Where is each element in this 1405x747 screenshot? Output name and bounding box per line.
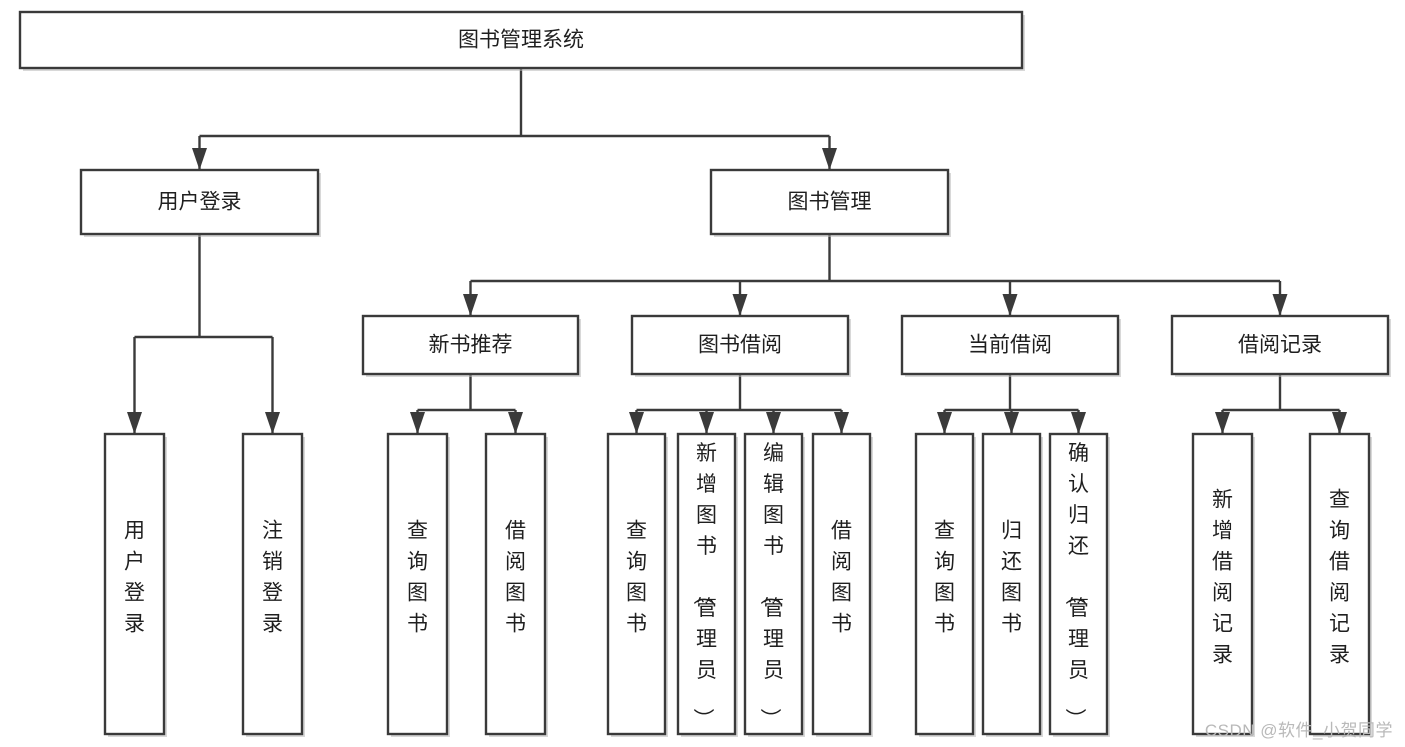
arrow-head-current-borrow — [1002, 294, 1018, 316]
arrow-head-book-management — [822, 148, 837, 170]
node-rect-leaf-edit-book[interactable] — [743, 432, 804, 736]
node-leaf-query-book-current[interactable]: 查询图书 — [914, 432, 976, 737]
arrow-head-leaf-return-book — [1004, 412, 1019, 434]
arrow-head-leaf-edit-book — [766, 412, 781, 434]
node-rect-book-management[interactable] — [709, 168, 950, 236]
arrow-head-book-borrow — [732, 294, 748, 316]
arrow-head-leaf-query-book-borrow — [629, 412, 644, 434]
arrow-head-leaf-query-borrow-record — [1332, 412, 1347, 434]
node-label-leaf-user-login: 用户登录 — [124, 520, 145, 636]
arrow-head-leaf-user-login — [127, 412, 142, 434]
node-rect-leaf-logout[interactable] — [241, 432, 304, 736]
node-leaf-add-book[interactable]: 新增图书（管理员） — [676, 432, 738, 737]
node-book-management[interactable]: 图书管理 — [709, 168, 951, 237]
node-label-leaf-edit-book: 编辑图书（管理员） — [758, 442, 784, 729]
node-label-leaf-borrow-book-recommend: 借阅图书 — [505, 520, 526, 636]
arrow-head-leaf-confirm-return — [1071, 412, 1086, 434]
node-leaf-edit-book[interactable]: 编辑图书（管理员） — [743, 432, 805, 737]
node-leaf-logout[interactable]: 注销登录 — [241, 432, 305, 737]
arrow-head-user-login — [192, 148, 207, 170]
node-label-leaf-return-book: 归还图书 — [1001, 520, 1022, 636]
node-leaf-user-login[interactable]: 用户登录 — [103, 432, 167, 737]
arrow-head-leaf-logout — [265, 412, 280, 434]
node-book-borrow[interactable]: 图书借阅 — [630, 314, 851, 377]
node-label-leaf-borrow-book: 借阅图书 — [831, 520, 852, 636]
node-layer: 图书管理系统用户登录图书管理新书推荐图书借阅当前借阅借阅记录用户登录注销登录查询… — [18, 10, 1391, 737]
node-rect-leaf-borrow-book[interactable] — [811, 432, 872, 736]
arrow-head-leaf-add-borrow-record — [1215, 412, 1230, 434]
node-rect-new-book-recommend[interactable] — [361, 314, 580, 376]
node-label-root: 图书管理系统 — [458, 29, 584, 52]
node-rect-leaf-return-book[interactable] — [981, 432, 1042, 736]
node-leaf-borrow-book[interactable]: 借阅图书 — [811, 432, 873, 737]
node-rect-leaf-borrow-book-recommend[interactable] — [484, 432, 547, 736]
node-rect-leaf-add-book[interactable] — [676, 432, 737, 736]
node-rect-leaf-add-borrow-record[interactable] — [1191, 432, 1254, 736]
node-leaf-query-borrow-record[interactable]: 查询借阅记录 — [1308, 432, 1372, 737]
node-label-leaf-query-book-borrow: 查询图书 — [626, 520, 647, 636]
node-rect-leaf-query-book-current[interactable] — [914, 432, 975, 736]
node-leaf-confirm-return[interactable]: 确认归还（管理员） — [1048, 432, 1110, 737]
arrow-head-borrow-records — [1272, 294, 1288, 316]
node-label-leaf-add-borrow-record: 新增借阅记录 — [1212, 489, 1233, 667]
node-label-borrow-records: 借阅记录 — [1238, 334, 1322, 357]
node-label-leaf-query-book-current: 查询图书 — [934, 520, 955, 636]
arrow-head-leaf-add-book — [699, 412, 714, 434]
node-rect-current-borrow[interactable] — [900, 314, 1120, 376]
node-rect-leaf-confirm-return[interactable] — [1048, 432, 1109, 736]
node-user-login[interactable]: 用户登录 — [79, 168, 321, 237]
node-rect-leaf-user-login[interactable] — [103, 432, 166, 736]
node-label-leaf-confirm-return: 确认归还（管理员） — [1063, 442, 1089, 729]
arrow-head-new-book-recommend — [463, 294, 478, 316]
node-label-book-management: 图书管理 — [788, 191, 872, 214]
node-rect-leaf-query-book-borrow[interactable] — [606, 432, 667, 736]
connector-layer — [127, 68, 1347, 434]
node-rect-borrow-records[interactable] — [1170, 314, 1390, 376]
arrow-head-leaf-borrow-book — [834, 412, 849, 434]
node-root[interactable]: 图书管理系统 — [18, 10, 1025, 71]
node-rect-leaf-query-borrow-record[interactable] — [1308, 432, 1371, 736]
node-rect-user-login[interactable] — [79, 168, 320, 236]
node-label-leaf-query-book-recommend: 查询图书 — [407, 520, 428, 636]
node-leaf-add-borrow-record[interactable]: 新增借阅记录 — [1191, 432, 1255, 737]
node-label-new-book-recommend: 新书推荐 — [429, 334, 513, 357]
node-current-borrow[interactable]: 当前借阅 — [900, 314, 1121, 377]
arrow-head-leaf-borrow-book-recommend — [508, 412, 523, 434]
node-leaf-return-book[interactable]: 归还图书 — [981, 432, 1043, 737]
node-label-leaf-query-borrow-record: 查询借阅记录 — [1329, 489, 1350, 667]
node-rect-book-borrow[interactable] — [630, 314, 850, 376]
node-label-leaf-logout: 注销登录 — [262, 520, 283, 636]
node-new-book-recommend[interactable]: 新书推荐 — [361, 314, 581, 377]
node-label-book-borrow: 图书借阅 — [698, 334, 782, 357]
node-leaf-borrow-book-recommend[interactable]: 借阅图书 — [484, 432, 548, 737]
node-leaf-query-book-borrow[interactable]: 查询图书 — [606, 432, 668, 737]
arrow-head-leaf-query-book-recommend — [410, 412, 425, 434]
node-label-user-login: 用户登录 — [158, 191, 242, 214]
node-leaf-query-book-recommend[interactable]: 查询图书 — [386, 432, 450, 737]
node-borrow-records[interactable]: 借阅记录 — [1170, 314, 1391, 377]
node-rect-root[interactable] — [18, 10, 1024, 70]
node-rect-leaf-query-book-recommend[interactable] — [386, 432, 449, 736]
node-label-current-borrow: 当前借阅 — [968, 334, 1052, 357]
node-label-leaf-add-book: 新增图书（管理员） — [691, 442, 717, 729]
arrow-head-leaf-query-book-current — [937, 412, 952, 434]
